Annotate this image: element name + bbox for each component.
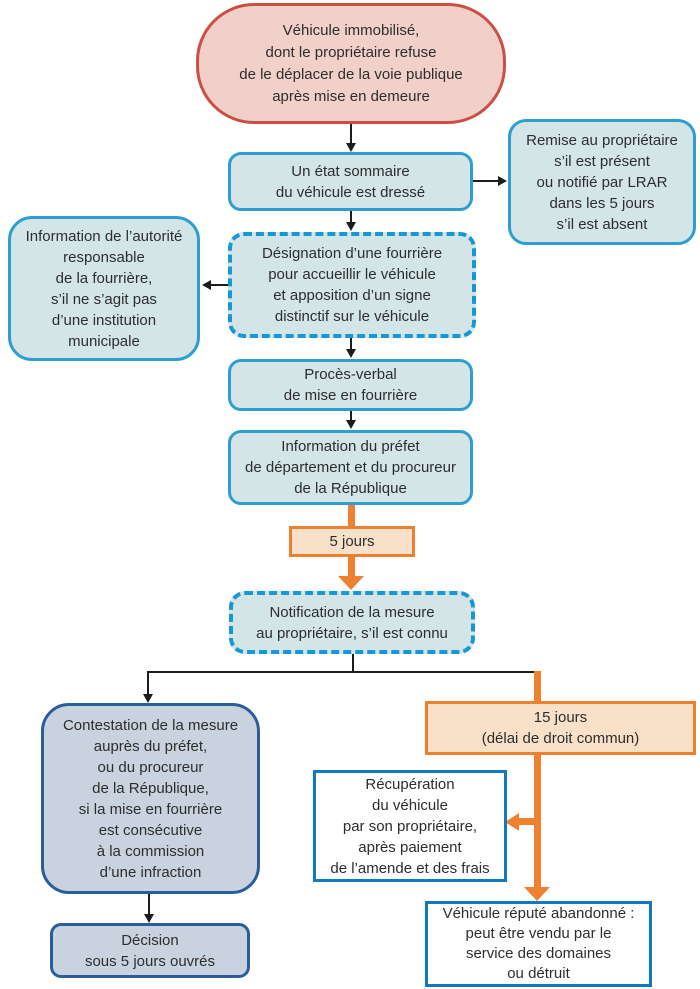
node-information-autorite-label: Information de l’autorité responsable de… (25, 227, 183, 350)
node-decision: Décision sous 5 jours ouvrés (50, 923, 250, 978)
connector-trunk-recuperation-line (519, 818, 538, 825)
arrow-down-icon (346, 222, 356, 231)
node-notification-mesure: Notification de la mesure au propriétair… (229, 591, 475, 654)
node-vehicule-immobilise: Véhicule immobilisé, dont le propriétair… (196, 3, 506, 124)
node-remise-proprietaire: Remise au propriétaire s’il est présent … (508, 119, 696, 245)
node-proces-verbal-label: Procès-verbal de mise en fourrière (283, 366, 418, 404)
connector-branch-15jours-line (534, 671, 541, 702)
arrow-down-icon (346, 143, 356, 152)
node-recuperation-label: Récupération du véhicule par son proprié… (330, 775, 490, 877)
orange-arrow-down-icon (524, 887, 550, 901)
node-delai-5-jours-label: 5 jours (329, 533, 375, 550)
node-information-autorite: Information de l’autorité responsable de… (8, 216, 200, 361)
node-vehicule-abandonne-label: Véhicule réputé abandonné : peut être ve… (442, 905, 635, 982)
node-proces-verbal: Procès-verbal de mise en fourrière (228, 359, 473, 411)
connector-designation-proces-line (350, 338, 352, 350)
node-information-prefet-label: Information du préfet de département et … (245, 438, 456, 497)
node-etat-sommaire-label: Un état sommaire du véhicule est dressé (275, 162, 426, 201)
connector-designation-autorite-line (211, 284, 229, 286)
arrow-left-icon (202, 280, 211, 290)
connector-proces-prefet-line (350, 411, 352, 421)
node-designation-fourriere-label: Désignation d’une fourrière pour accueil… (261, 245, 443, 325)
node-recuperation: Récupération du véhicule par son proprié… (313, 770, 507, 882)
connector-prefet-5jours-line (348, 505, 355, 527)
node-etat-sommaire: Un état sommaire du véhicule est dressé (228, 152, 473, 211)
node-delai-5-jours: 5 jours (289, 526, 415, 557)
connector-etat-remise-line (473, 180, 499, 182)
connector-branch-contestation-line (147, 671, 149, 695)
arrow-right-icon (498, 176, 507, 186)
orange-arrow-down-icon (338, 576, 364, 590)
arrow-down-icon (346, 420, 356, 429)
connector-contestation-decision-line (148, 894, 150, 915)
node-contestation: Contestation de la mesure auprès du préf… (41, 703, 260, 894)
connector-5jours-notification-line (348, 556, 355, 577)
orange-arrow-left-icon (505, 813, 519, 831)
node-delai-15-jours-label: 15 jours (délai de droit commun) (481, 709, 640, 747)
node-designation-fourriere: Désignation d’une fourrière pour accueil… (228, 232, 476, 338)
node-vehicule-abandonne: Véhicule réputé abandonné : peut être ve… (425, 901, 652, 987)
arrow-down-icon (346, 349, 356, 358)
node-contestation-label: Contestation de la mesure auprès du préf… (62, 716, 239, 881)
arrow-down-icon (143, 694, 153, 703)
node-delai-15-jours: 15 jours (délai de droit commun) (425, 701, 696, 755)
connector-start-etat-line (350, 124, 352, 144)
connector-notification-branch-line (352, 653, 354, 673)
node-remise-proprietaire-label: Remise au propriétaire s’il est présent … (526, 131, 678, 233)
connector-etat-designation-line (350, 211, 352, 223)
arrow-down-icon (144, 914, 154, 923)
node-information-prefet: Information du préfet de département et … (228, 430, 473, 505)
node-decision-label: Décision sous 5 jours ouvrés (84, 931, 216, 970)
node-notification-mesure-label: Notification de la mesure au propriétair… (256, 603, 448, 642)
connector-branch-horizontal-line (147, 671, 539, 673)
node-vehicule-immobilise-label: Véhicule immobilisé, dont le propriétair… (239, 21, 463, 105)
